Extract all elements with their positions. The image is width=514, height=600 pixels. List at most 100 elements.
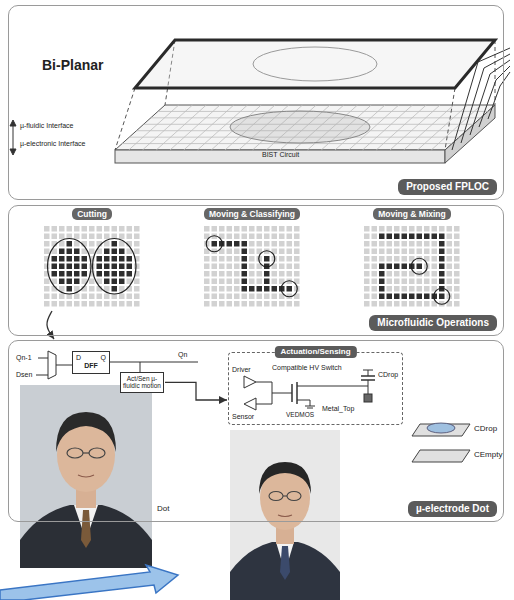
electrode-dot <box>402 249 408 255</box>
portrait-photo <box>269 492 283 501</box>
electrode-dot <box>104 256 110 262</box>
electrode-array <box>363 225 461 308</box>
electrode-dot <box>219 264 225 270</box>
electrode-dot <box>394 279 400 285</box>
electrode-dot <box>417 226 423 232</box>
electrode-dot <box>204 301 210 307</box>
droplet-outline <box>411 258 427 274</box>
pin-name: Q <box>94 354 106 362</box>
dashed-guide <box>115 40 495 150</box>
electrode-dot <box>59 301 65 307</box>
electrode-dot <box>82 301 88 307</box>
electrode-dot <box>402 241 408 247</box>
electrode-dot <box>294 271 300 277</box>
electrode-dot <box>119 301 125 307</box>
switch-wire <box>361 379 375 381</box>
signal-wire <box>36 375 48 376</box>
electrode-dot <box>242 241 248 247</box>
electrode-dot <box>454 241 460 247</box>
electrode-dot <box>82 226 88 232</box>
capacitor-plate <box>427 423 455 433</box>
switch-wire <box>291 384 293 402</box>
switch-wire <box>368 386 369 394</box>
electrode-dot <box>424 301 430 307</box>
electrode-dot <box>272 301 278 307</box>
droplet <box>230 111 370 143</box>
electrode-dot <box>294 264 300 270</box>
electrode-dot <box>364 256 370 262</box>
electrode-dot <box>219 256 225 262</box>
electrode-dot <box>424 286 430 292</box>
electrode-dot <box>89 264 95 270</box>
electrode-dot <box>424 279 430 285</box>
electrode-dot <box>52 234 58 240</box>
electrode-dot <box>409 249 415 255</box>
electrode-dot <box>119 234 125 240</box>
electrode-dot <box>394 294 400 300</box>
electrode-dot <box>59 271 65 277</box>
electrode-dot <box>257 301 263 307</box>
electrode-dot <box>249 264 255 270</box>
portrait-photo <box>78 475 94 477</box>
process-box: Act/Sen µ-fluidic motion <box>120 372 164 393</box>
electrode-dot <box>379 241 385 247</box>
electrode-dot <box>287 234 293 240</box>
droplet-outline <box>434 288 450 304</box>
electrode-dot <box>59 294 65 300</box>
electrode-dot <box>272 279 278 285</box>
electrode-dot <box>394 256 400 262</box>
electrode-dot <box>97 256 103 262</box>
electrode-dot <box>204 264 210 270</box>
electrode-dot <box>67 241 73 247</box>
electrode-dot <box>212 286 218 292</box>
electrode-dot <box>272 271 278 277</box>
electrode-dot <box>439 249 445 255</box>
electrode-dot <box>379 249 385 255</box>
electrode-dot <box>447 234 453 240</box>
electrode-dot <box>104 279 110 285</box>
electrode-dot <box>249 279 255 285</box>
electrode-dot <box>402 234 408 240</box>
electrode-dot <box>82 234 88 240</box>
switch-wire <box>256 370 375 408</box>
electrode-dot <box>104 301 110 307</box>
electrode-dot <box>227 256 233 262</box>
electrode-dot <box>204 226 210 232</box>
electrode-dot <box>387 256 393 262</box>
electrode-dot <box>364 286 370 292</box>
electrode-dot <box>432 241 438 247</box>
electrode-dot <box>97 271 103 277</box>
electrode-dot <box>127 226 133 232</box>
electrode-dot <box>454 279 460 285</box>
electrode-dot <box>44 226 50 232</box>
electrode-dot <box>372 256 378 262</box>
electrode-dot <box>432 226 438 232</box>
electrode-dot <box>234 279 240 285</box>
electrode-dot <box>249 301 255 307</box>
electrode-dot <box>417 264 423 270</box>
electrode-dot <box>104 234 110 240</box>
chip-base <box>115 150 445 163</box>
electrode-dot <box>112 264 118 270</box>
switch-wire <box>368 380 369 386</box>
electrode-dot <box>212 279 218 285</box>
electrode-dot <box>74 234 80 240</box>
electrode-dot <box>74 294 80 300</box>
electrode-dot <box>372 279 378 285</box>
electrode-dot <box>104 294 110 300</box>
electrode-dot <box>257 286 263 292</box>
electrode-dot <box>227 226 233 232</box>
droplet-outline <box>206 236 222 252</box>
electrode-dot <box>234 271 240 277</box>
electrode-dot <box>364 271 370 277</box>
electrode-dot <box>424 234 430 240</box>
switch-wire <box>272 393 292 394</box>
droplet <box>230 111 370 143</box>
electrode-dot <box>409 286 415 292</box>
electrode-dot <box>447 249 453 255</box>
electrode-dot <box>119 249 125 255</box>
electrode-dot <box>287 226 293 232</box>
interface-arrow <box>13 125 14 150</box>
electrode-dot <box>97 294 103 300</box>
droplet-outline <box>281 281 297 297</box>
